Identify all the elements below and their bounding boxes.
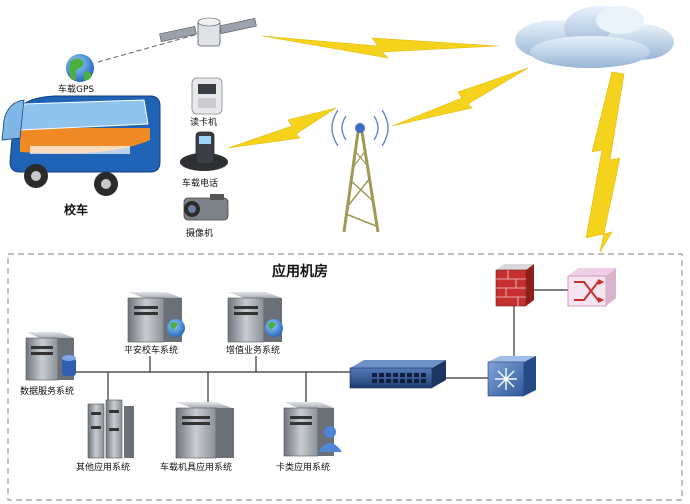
card-apps-server-icon — [283, 402, 342, 457]
satellite-icon — [159, 17, 257, 47]
bus-label: 校车 — [64, 202, 88, 217]
card-reader-icon — [191, 77, 223, 115]
internet-cloud-icon — [515, 6, 674, 68]
gps-satellite-link — [97, 33, 199, 63]
safe-bus-server-icon — [127, 292, 185, 343]
vehicle-apps-label: 车载机具应用系统 — [160, 461, 232, 473]
school-bus-icon — [1, 95, 161, 196]
safe-bus-label: 平安校车系统 — [124, 344, 178, 356]
lightning-devices-tower — [227, 107, 337, 149]
car-phone-icon — [180, 131, 228, 171]
card-reader-label: 读卡机 — [190, 116, 217, 128]
camera-icon — [183, 194, 229, 221]
value-added-label: 增值业务系统 — [226, 344, 280, 356]
data-service-server-icon — [25, 332, 76, 381]
value-added-server-icon — [227, 292, 283, 343]
firewall-icon — [495, 264, 534, 307]
edge-router-icon — [567, 268, 616, 307]
lightning-tower-cloud — [391, 67, 529, 127]
car-phone-label: 车载电话 — [182, 177, 218, 189]
vehicle-apps-server-icon — [175, 402, 234, 459]
cell-tower-icon — [331, 109, 389, 233]
other-apps-server-icon — [87, 399, 134, 459]
lightning-cloud-router — [585, 71, 625, 253]
network-switch-icon — [349, 360, 446, 389]
data-service-label: 数据服务系统 — [20, 385, 74, 397]
card-apps-label: 卡类应用系统 — [276, 461, 330, 473]
app-room-title: 应用机房 — [272, 263, 328, 280]
core-router-icon — [487, 356, 536, 397]
camera-label: 摄像机 — [186, 227, 213, 239]
other-apps-label: 其他应用系统 — [76, 461, 130, 473]
gps-globe-icon — [66, 54, 94, 82]
lightning-satellite-cloud — [261, 35, 499, 59]
gps-label: 车载GPS — [58, 83, 94, 95]
